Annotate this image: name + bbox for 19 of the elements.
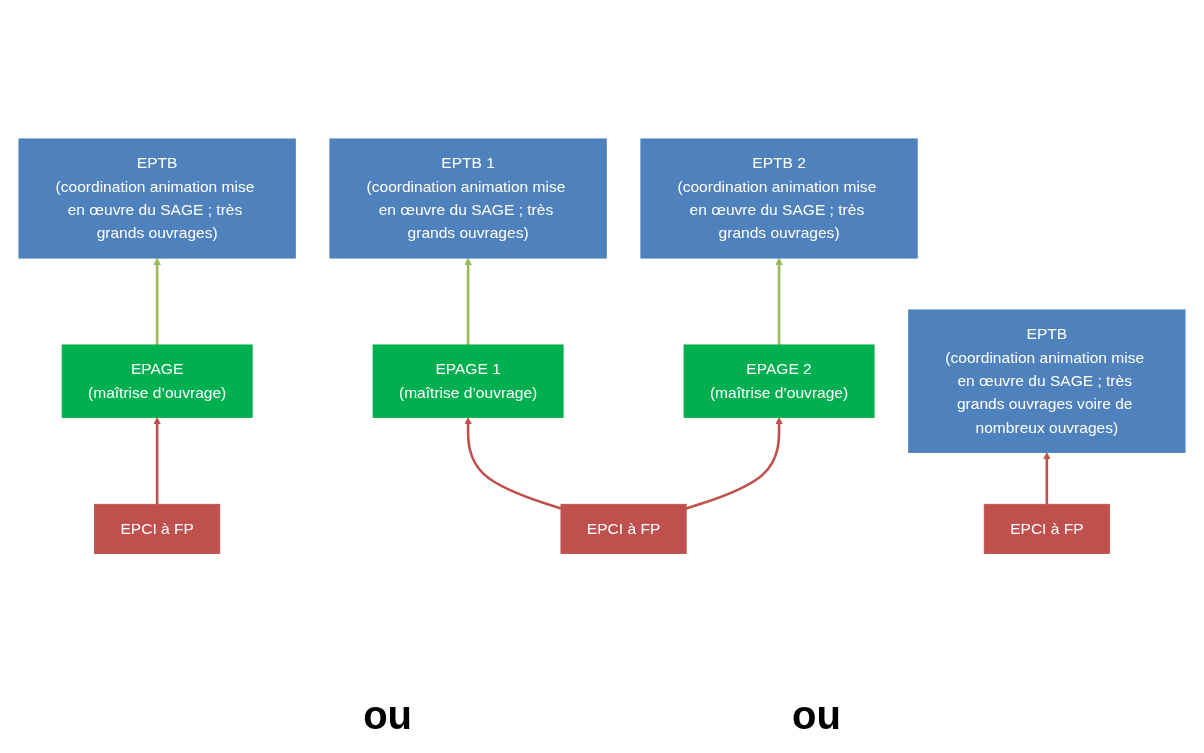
- arrow: [775, 258, 783, 346]
- node-box: EPTB 1 (coordination animation mise en œuvre du SAGE ; très grands ouvrages): [329, 138, 607, 259]
- arrow: [153, 417, 161, 505]
- node-box: EPAGE 2 (maîtrise d’ouvrage): [683, 344, 875, 419]
- arrow: [464, 417, 562, 511]
- node-box: EPTB 2 (coordination animation mise en œuvre du SAGE ; très grands ouvrages): [640, 138, 918, 259]
- node-box: EPTB (coordination animation mise en œuvre du SAGE ; très grands ouvrages): [18, 138, 296, 259]
- node-box: EPCI à FP: [94, 504, 221, 555]
- separator-label: ou: [363, 693, 412, 739]
- node-box: EPAGE 1 (maîtrise d’ouvrage): [372, 344, 564, 419]
- arrow: [685, 417, 783, 511]
- separator-label: ou: [792, 693, 841, 739]
- node-box: EPCI à FP: [560, 504, 687, 555]
- arrow: [1043, 452, 1051, 505]
- node-box: EPCI à FP: [983, 504, 1110, 555]
- arrow: [153, 258, 161, 346]
- arrow: [464, 258, 472, 346]
- node-box: EPAGE (maîtrise d’ouvrage): [61, 344, 253, 419]
- node-box: EPTB (coordination animation mise en œuvre du SAGE ; très grands ouvrages voire de nombreux ouvrages): [908, 309, 1186, 454]
